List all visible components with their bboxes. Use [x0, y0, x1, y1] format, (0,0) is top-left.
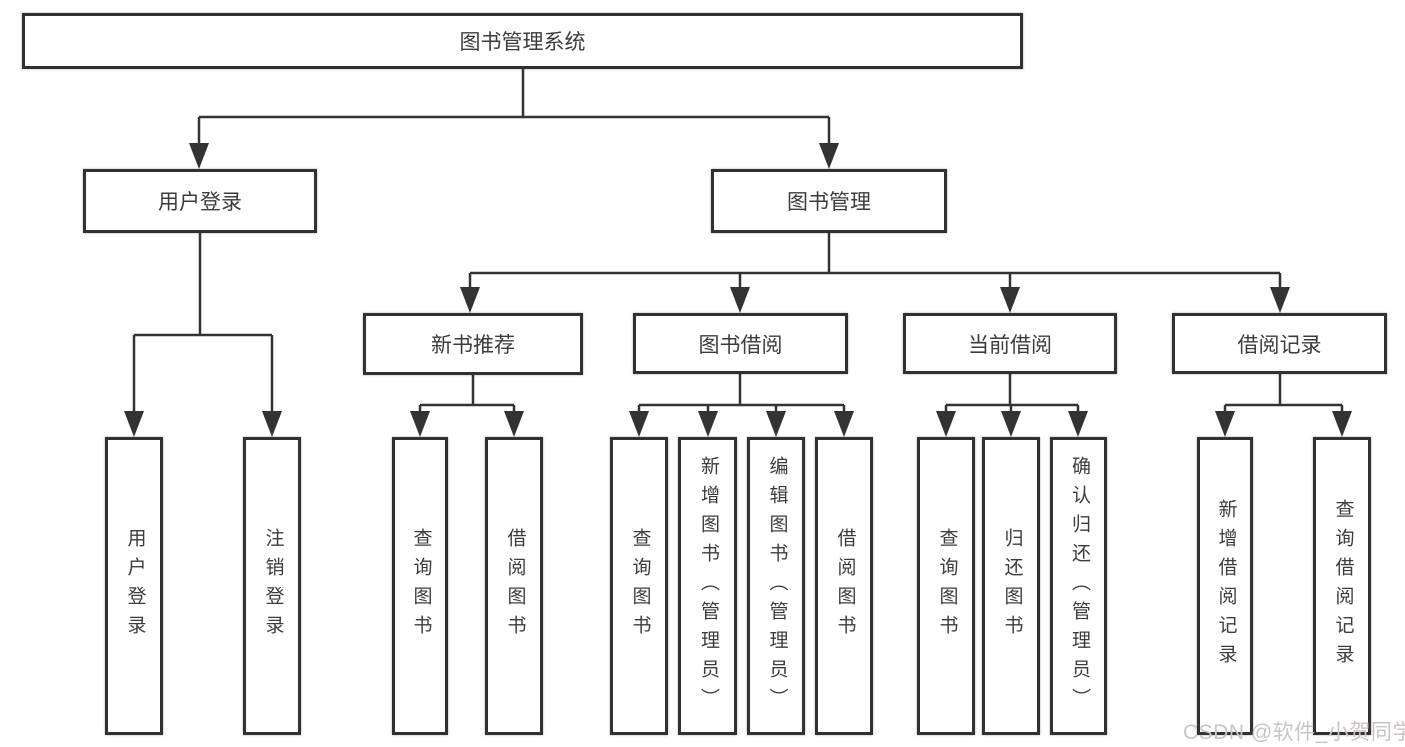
node-book-borrow: 图书借阅 [633, 313, 848, 374]
leaf-query-book-recommend: 查询图书 [392, 437, 448, 735]
leaf-edit-book-admin-label: 编辑图书（管理员） [766, 455, 788, 717]
arrowheads [124, 143, 1352, 437]
leaf-add-book-admin-label: 新增图书（管理员） [697, 455, 719, 717]
csdn-watermark: CSDN @软件_小贺同学 [1183, 721, 1405, 744]
leaf-borrow-book-recommend: 借阅图书 [485, 437, 543, 735]
leaf-query-borrow-record-label: 查询借阅记录 [1332, 499, 1354, 673]
leaf-return-book: 归还图书 [982, 437, 1040, 735]
node-current-borrow: 当前借阅 [903, 313, 1117, 374]
leaf-add-borrow-record: 新增借阅记录 [1197, 437, 1253, 735]
leaf-add-borrow-record-label: 新增借阅记录 [1215, 499, 1237, 673]
leaf-confirm-return-admin-label: 确认归还（管理员） [1068, 455, 1090, 717]
leaf-query-book-current-label: 查询图书 [936, 528, 958, 644]
leaf-query-book-borrow-label: 查询图书 [629, 528, 651, 644]
node-book-management: 图书管理 [711, 169, 947, 233]
leaf-query-book-borrow: 查询图书 [610, 437, 668, 735]
node-borrow-records: 借阅记录 [1172, 313, 1387, 374]
leaf-user-login: 用户登录 [105, 437, 163, 735]
leaf-logout-label: 注销登录 [262, 528, 284, 644]
node-user-login-label: 用户登录 [158, 191, 242, 214]
leaf-add-book-admin: 新增图书（管理员） [678, 437, 737, 735]
node-user-login: 用户登录 [83, 169, 317, 233]
leaf-user-login-label: 用户登录 [124, 528, 146, 644]
leaf-borrow-book: 借阅图书 [815, 437, 873, 735]
leaf-query-book-recommend-label: 查询图书 [410, 528, 432, 644]
leaf-confirm-return-admin: 确认归还（管理员） [1050, 437, 1107, 735]
leaf-borrow-book-label: 借阅图书 [834, 528, 856, 644]
node-borrow-records-label: 借阅记录 [1237, 333, 1322, 357]
node-root: 图书管理系统 [22, 13, 1023, 69]
node-new-book-recommend-label: 新书推荐 [431, 334, 515, 357]
leaf-borrow-book-recommend-label: 借阅图书 [504, 528, 526, 644]
leaf-logout: 注销登录 [243, 437, 301, 735]
leaf-return-book-label: 归还图书 [1001, 528, 1023, 644]
leaf-query-borrow-record: 查询借阅记录 [1313, 437, 1371, 735]
node-book-management-label: 图书管理 [787, 191, 871, 214]
leaf-edit-book-admin: 编辑图书（管理员） [747, 437, 805, 735]
node-new-book-recommend: 新书推荐 [363, 313, 583, 375]
leaf-query-book-current: 查询图书 [917, 437, 975, 735]
node-current-borrow-label: 当前借阅 [968, 333, 1052, 357]
node-root-label: 图书管理系统 [459, 31, 586, 54]
node-book-borrow-label: 图书借阅 [698, 333, 783, 357]
